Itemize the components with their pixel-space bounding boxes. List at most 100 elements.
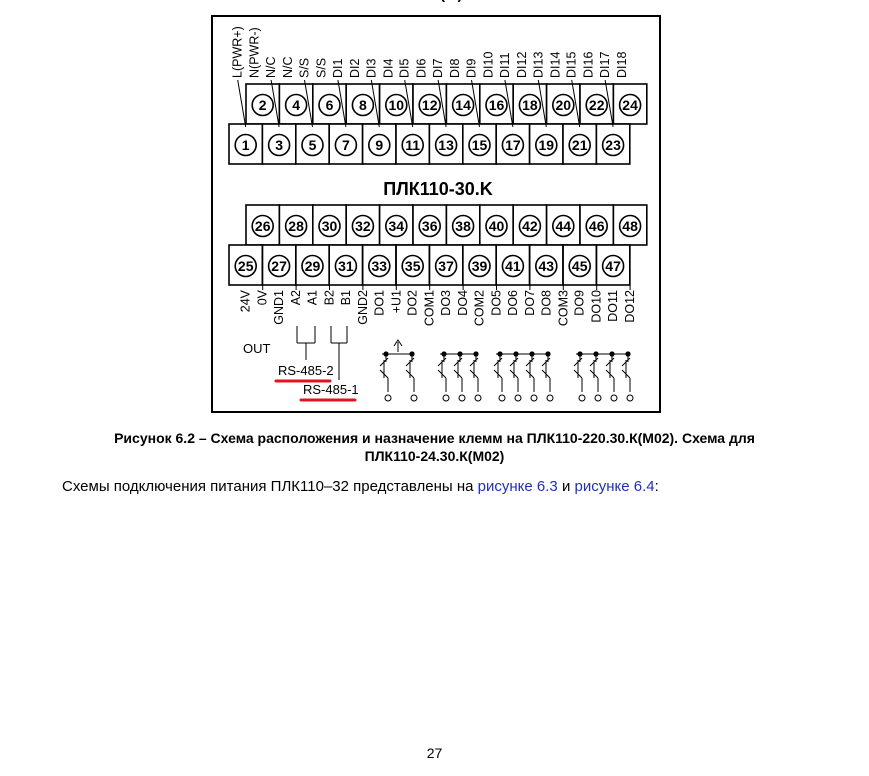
terminal-number: 7 [342,137,350,153]
terminal-25: 25 [228,244,264,286]
paragraph-text: и [557,478,575,495]
terminal-number: 39 [472,258,488,274]
terminal-45: 45 [562,244,598,286]
transistor-output [573,357,586,402]
terminal-number: 48 [622,218,638,234]
link-figure-6-3[interactable]: рисунке 6.3 [477,478,558,495]
terminal-4: 4 [278,83,314,125]
terminal-number: 27 [271,258,287,274]
transistor-outputs [379,339,634,402]
terminal-number: 19 [539,137,555,153]
terminal-number: 29 [305,258,321,274]
signal-label: DO10 [590,290,604,323]
transistor-output [605,357,618,402]
signal-label: DO4 [456,290,470,316]
signal-label: DI3 [364,59,378,79]
terminal-number: 44 [556,218,572,234]
signal-label: DI14 [548,52,562,78]
terminal-8: 8 [345,83,381,125]
terminal-number: 23 [605,137,621,153]
terminal-1: 1 [228,123,264,165]
signal-label: DI2 [348,59,362,79]
terminal-number: 11 [405,137,420,153]
terminal-number: 25 [238,258,254,274]
terminal-15: 15 [461,123,497,165]
terminal-number: 33 [372,258,388,274]
transistor-output [493,357,506,402]
terminal-number: 16 [489,97,505,113]
terminal-39: 39 [461,244,497,286]
terminal-number: 3 [275,137,283,153]
terminal-number: 22 [589,97,605,113]
terminal-12: 12 [412,83,448,125]
terminal-number: 37 [438,258,454,274]
terminal-17: 17 [495,123,531,165]
terminal-number: 12 [422,97,438,113]
terminal-number: 46 [589,218,605,234]
terminal-number: 35 [405,258,421,274]
terminal-number: 4 [292,97,300,113]
model-label: ПЛК110-30.K [383,179,493,199]
signal-label: 24V [239,289,253,312]
signal-label: DI13 [531,52,545,78]
caption-line-1: Рисунок 6.2 – Схема расположения и назна… [114,430,755,446]
terminal-number: 1 [242,137,250,153]
terminal-29: 29 [294,244,330,286]
transistor-output [379,357,392,402]
transistor-output [589,357,602,402]
transistor-output [453,357,466,402]
caption-line-2: ПЛК110-24.30.К(М02) [364,448,505,464]
terminal-43: 43 [528,244,564,286]
terminal-14: 14 [445,83,481,125]
terminal-number: 24 [622,97,638,113]
terminal-13: 13 [428,123,464,165]
terminal-number: 28 [288,218,304,234]
terminal-30: 30 [311,204,347,246]
link-figure-6-4[interactable]: рисунке 6.4 [574,478,655,495]
transistor-output [541,357,554,402]
signal-label: N/C [264,56,278,78]
terminal-35: 35 [395,244,431,286]
signal-label: DI9 [465,59,479,79]
terminal-33: 33 [361,244,397,286]
signal-label: GND1 [272,290,286,325]
signal-label: DO1 [372,290,386,316]
paragraph-text: : [654,478,659,495]
rs485-1-bracket [330,326,348,380]
page-number: 27 [426,745,443,761]
signal-label: COM3 [556,290,570,326]
out-label: OUT [243,341,271,356]
terminal-34: 34 [378,204,414,246]
terminal-number: 40 [489,218,505,234]
signal-label: N/C [281,56,295,78]
terminal-number: 47 [605,258,621,274]
terminal-41: 41 [495,244,531,286]
terminal-number: 36 [422,218,438,234]
terminal-number: 32 [355,218,371,234]
signal-label: A1 [306,290,320,305]
terminal-19: 19 [528,123,564,165]
rs485-2-label: RS-485-2 [278,363,334,378]
signal-label: S/S [315,58,329,78]
signal-label: DO8 [539,290,553,316]
signal-label: DI16 [582,52,596,78]
paragraph: Схемы подключения питания ПЛК110–32 пред… [62,478,659,495]
terminal-number: 5 [309,137,317,153]
terminal-26: 26 [245,204,281,246]
terminal-21: 21 [562,123,598,165]
terminal-24: 24 [612,83,648,125]
figure-frame [211,15,661,413]
terminal-number: 6 [326,97,334,113]
transistor-output [437,357,450,402]
terminal-22: 22 [579,83,615,125]
terminal-number: 21 [572,137,588,153]
terminal-44: 44 [545,204,581,246]
terminal-9: 9 [361,123,397,165]
signal-label: N(PWR-) [248,27,262,78]
signal-label: DI1 [331,59,345,79]
terminal-number: 42 [522,218,538,234]
signal-label: 0V [256,289,270,305]
terminal-47: 47 [595,244,631,286]
previous-caption-fragment: (...) [440,0,463,3]
